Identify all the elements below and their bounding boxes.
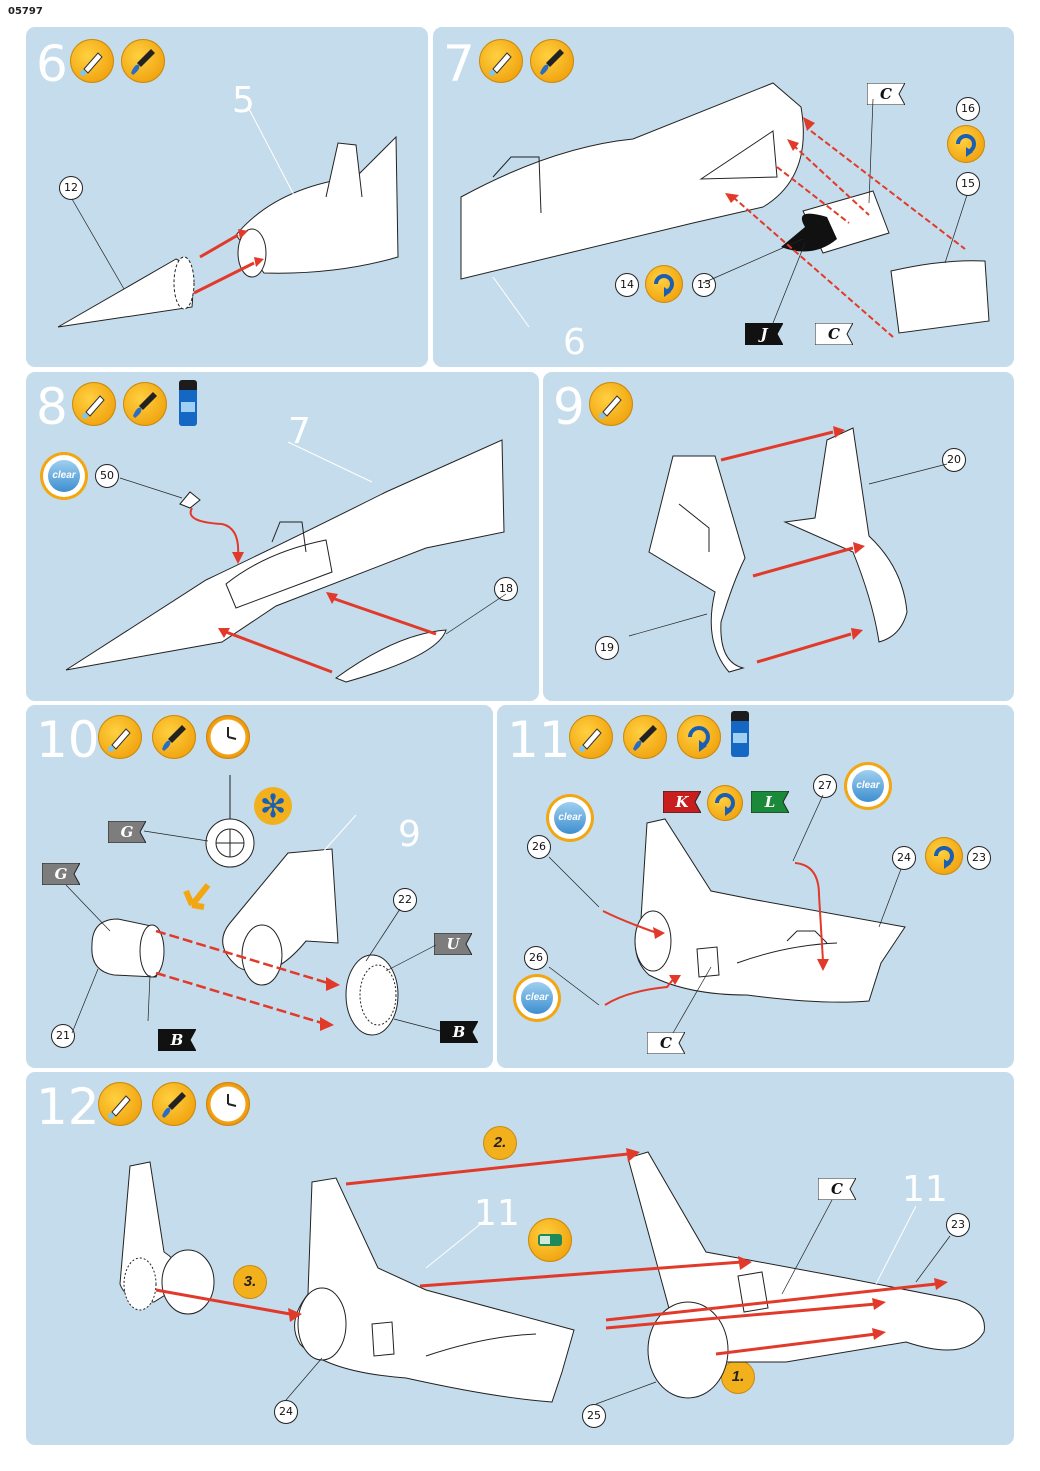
callout-18: 18 — [494, 577, 518, 601]
decal-flag-k: K — [663, 791, 701, 813]
clear-paint-icon: clear — [549, 797, 591, 839]
clear-paint-icon: clear — [43, 455, 85, 497]
decal-flag-c: C — [818, 1178, 856, 1200]
callout-21: 21 — [51, 1024, 75, 1048]
glue-icon — [569, 715, 613, 759]
rotate-icon — [645, 265, 683, 303]
decal-flag-l: L — [751, 791, 789, 813]
step-7-panel: 7 6 C 16 15 14 13 J C — [433, 27, 1014, 367]
final-assembly-drawing — [119, 1148, 985, 1405]
glue-icon — [70, 39, 114, 83]
decal-flag-b: B — [158, 1029, 196, 1051]
callout-12: 12 — [59, 176, 83, 200]
glue-icon — [479, 39, 523, 83]
clear-paint-bottle-icon — [179, 380, 197, 426]
step-number: 6 — [36, 35, 68, 93]
callout-24: 24 — [274, 1400, 298, 1424]
step-6-panel: 6 5 12 — [26, 27, 428, 367]
step-number: 7 — [443, 35, 475, 93]
callout-15: 15 — [956, 172, 980, 196]
clear-paint-icon: clear — [847, 765, 889, 807]
tail-fin-drawing — [628, 426, 948, 673]
callout-26: 26 — [524, 946, 548, 970]
rotate-icon — [925, 837, 963, 875]
callout-22: 22 — [393, 888, 417, 912]
catalog-code: 05797 — [8, 6, 43, 17]
part-label: 11 — [902, 1169, 948, 1210]
paint-brush-icon — [152, 715, 196, 759]
nose-assembly-drawing — [65, 439, 507, 683]
rotate-icon — [707, 785, 743, 821]
decal-flag-b: B — [440, 1021, 478, 1043]
part-label: 9 — [398, 814, 421, 855]
sequence-step-1: 1. — [722, 1361, 754, 1393]
part-label: 6 — [563, 322, 586, 363]
paint-brush-icon — [623, 715, 667, 759]
step-12-panel: 12 2. 11 3. 1. C 11 23 24 25 — [26, 1072, 1014, 1445]
clock-icon — [206, 715, 250, 759]
callout-26: 26 — [527, 835, 551, 859]
step-number: 11 — [507, 711, 571, 769]
callout-27: 27 — [813, 774, 837, 798]
fuselage-drawing — [460, 82, 990, 338]
step-number: 9 — [553, 378, 585, 436]
callout-23: 23 — [967, 846, 991, 870]
part-label: 7 — [288, 411, 311, 452]
rotate-icon — [947, 125, 985, 163]
nose-cone-drawing — [57, 106, 399, 328]
step-10-panel: 10 ✻ 9 G G 22 U B B 21 — [26, 705, 493, 1068]
callout-13: 13 — [692, 273, 716, 297]
glue-icon — [72, 382, 116, 426]
part-label: 11 — [474, 1193, 520, 1234]
sequence-step-3: 3. — [234, 1266, 266, 1298]
callout-14: 14 — [615, 273, 639, 297]
callout-20: 20 — [942, 448, 966, 472]
tape-icon — [528, 1218, 572, 1262]
step-number: 8 — [36, 378, 68, 436]
engine-nozzle-drawing — [65, 775, 441, 1036]
decal-flag-c: C — [815, 323, 853, 345]
clear-paint-icon: clear — [516, 977, 558, 1019]
callout-23: 23 — [946, 1213, 970, 1237]
snowflake-icon: ✻ — [254, 787, 292, 825]
decal-flag-g: G — [42, 863, 80, 885]
step-number: 10 — [36, 711, 100, 769]
paint-brush-icon — [152, 1082, 196, 1126]
step-9-panel: 9 20 19 — [543, 372, 1014, 701]
glue-icon — [98, 715, 142, 759]
glue-icon — [589, 382, 633, 426]
decal-flag-c: C — [867, 83, 905, 105]
callout-24: 24 — [892, 846, 916, 870]
callout-25: 25 — [582, 1404, 606, 1428]
decal-flag-c: C — [647, 1032, 685, 1054]
callout-50: 50 — [95, 464, 119, 488]
callout-16: 16 — [956, 97, 980, 121]
callout-19: 19 — [595, 636, 619, 660]
decal-flag-j: J — [745, 323, 783, 345]
paint-brush-icon — [121, 39, 165, 83]
step-number: 12 — [36, 1078, 100, 1136]
clock-icon — [206, 1082, 250, 1126]
paint-brush-icon — [530, 39, 574, 83]
step-11-panel: 11 K L 27 clear clear 26 24 23 26 clear … — [497, 705, 1014, 1068]
step-8-panel: 8 7 clear 50 18 — [26, 372, 539, 701]
paint-brush-icon — [123, 382, 167, 426]
clear-paint-bottle-icon — [731, 711, 749, 757]
decal-flag-u: U — [434, 933, 472, 955]
sequence-step-2: 2. — [484, 1127, 516, 1159]
glue-icon — [98, 1082, 142, 1126]
rotate-icon — [677, 715, 721, 759]
rear-fuselage-drawing — [548, 794, 906, 1034]
decal-flag-g: G — [108, 821, 146, 843]
